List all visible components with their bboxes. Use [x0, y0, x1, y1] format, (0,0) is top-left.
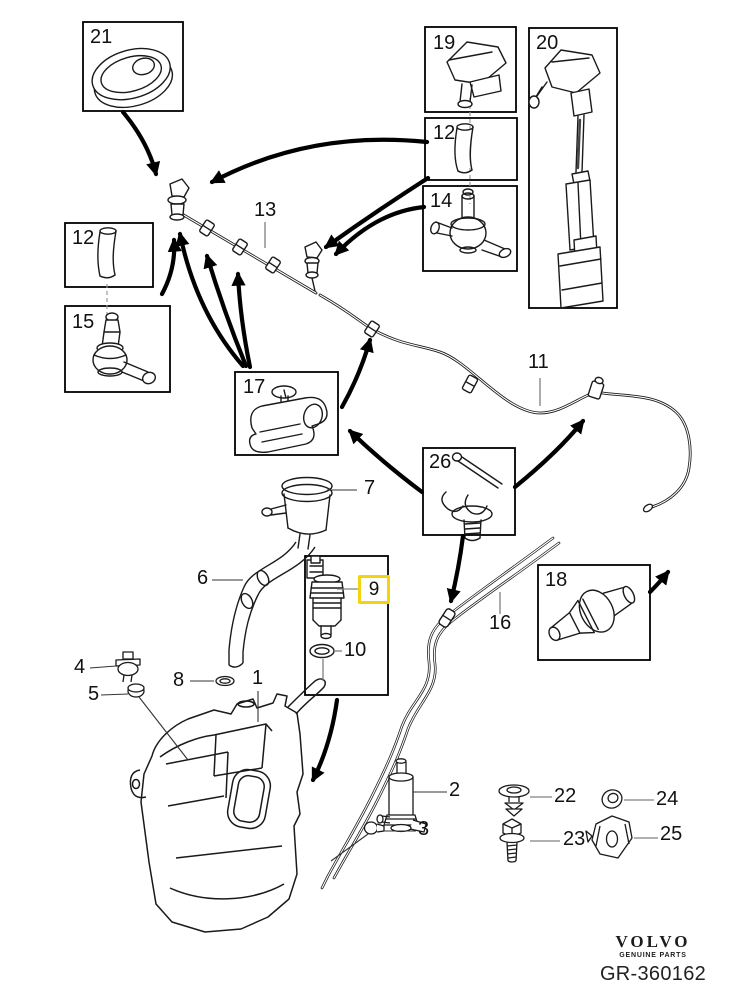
clip-screw-26-drawing	[441, 452, 503, 542]
clip-5-drawing	[127, 683, 145, 698]
callout-13[interactable]: 13	[254, 199, 277, 221]
oring-10-drawing	[309, 643, 335, 659]
clip-17-drawing	[248, 385, 328, 454]
hose-12-left-drawing	[97, 227, 117, 279]
spring-nut-25-drawing	[585, 815, 633, 859]
elbow-nozzle-15-drawing	[92, 312, 157, 385]
callout-25[interactable]: 25	[660, 823, 683, 845]
callout-24[interactable]: 24	[656, 788, 679, 810]
callout-1[interactable]: 1	[252, 667, 264, 689]
callout-5[interactable]: 5	[88, 683, 100, 705]
brand-subtitle: GENUINE PARTS	[619, 952, 687, 959]
hose-12-upper-drawing	[454, 123, 474, 174]
callout-12-b[interactable]: 12	[72, 227, 95, 249]
small-parts-drawing	[115, 651, 633, 863]
callout-2[interactable]: 2	[449, 779, 461, 801]
callout-20[interactable]: 20	[536, 32, 559, 54]
callout-23[interactable]: 23	[563, 828, 586, 850]
bolt-23-drawing	[499, 818, 525, 863]
leader-lines-dark	[89, 489, 447, 862]
callout-6[interactable]: 6	[197, 567, 209, 589]
drawing-code: GR-360162	[599, 963, 707, 985]
callout-8[interactable]: 8	[173, 669, 185, 691]
oring-8-drawing	[215, 675, 235, 687]
nozzle-19-drawing	[446, 41, 507, 109]
check-valve-18-drawing	[548, 585, 636, 642]
headlamp-nozzle-20-drawing	[528, 49, 604, 309]
reservoir-1-drawing	[129, 678, 327, 933]
flow-arrows	[120, 109, 671, 783]
grommet-24-drawing	[601, 789, 623, 809]
t-valve-14-drawing	[430, 188, 512, 259]
callout-22[interactable]: 22	[554, 785, 577, 807]
brand-logo-text: VOLVO	[615, 932, 691, 951]
callout-4[interactable]: 4	[74, 656, 86, 678]
grommet-3-drawing	[363, 821, 385, 835]
callout-19[interactable]: 19	[433, 32, 456, 54]
callout-3[interactable]: 3	[418, 818, 430, 840]
tube-6-drawing	[228, 541, 316, 668]
valve-4-drawing	[115, 651, 141, 683]
callout-11[interactable]: 11	[528, 351, 549, 373]
rivet-22-drawing	[498, 784, 530, 817]
callout-26[interactable]: 26	[429, 451, 452, 473]
footer-brand-block: VOLVO GENUINE PARTS GR-360162	[598, 932, 708, 986]
callout-14[interactable]: 14	[430, 190, 453, 212]
callout-21[interactable]: 21	[90, 26, 113, 48]
callout-15[interactable]: 15	[72, 311, 95, 333]
leader-lines	[264, 222, 658, 842]
hose-11-drawing	[318, 293, 692, 513]
callout-17[interactable]: 17	[243, 376, 266, 398]
filler-funnel-7-drawing	[261, 476, 333, 550]
pump-2-drawing	[376, 758, 427, 833]
hose-clips-drawing	[199, 219, 605, 628]
grommet-21-drawing	[91, 47, 174, 109]
callout-18[interactable]: 18	[545, 569, 568, 591]
callout-16[interactable]: 16	[489, 612, 512, 634]
callout-7[interactable]: 7	[364, 477, 376, 499]
harness-nozzles-drawing	[167, 178, 323, 292]
callout-12-a[interactable]: 12	[433, 122, 456, 144]
callout-9-highlighted[interactable]: 9	[358, 575, 390, 604]
callout-10[interactable]: 10	[344, 639, 367, 661]
pump-9-drawing	[306, 555, 345, 640]
hose-16-twin-drawing	[320, 536, 561, 890]
